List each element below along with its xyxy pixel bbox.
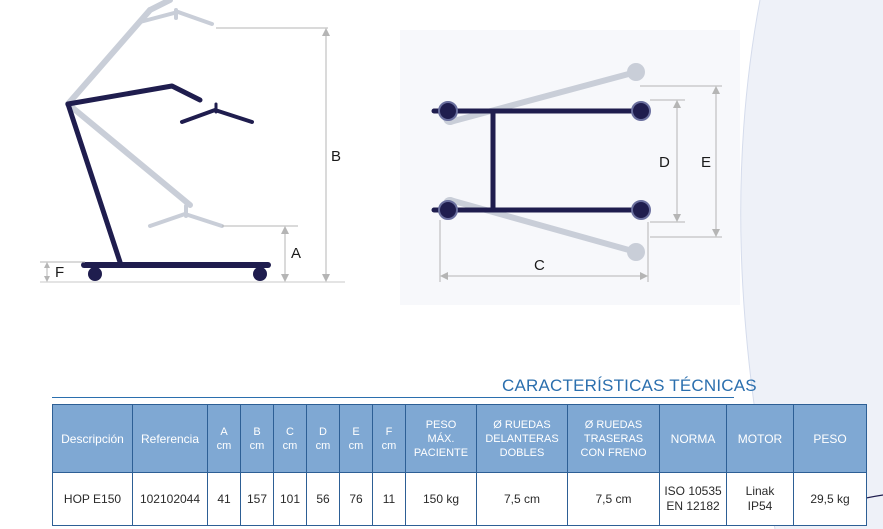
cell-e: 76 bbox=[339, 472, 373, 526]
top-view-diagram: D E C bbox=[400, 30, 740, 305]
wheel-icon bbox=[631, 200, 651, 220]
cell-peso-max: 150 kg bbox=[405, 472, 477, 526]
header-ruedas-delanteras: Ø RUEDAS DELANTERAS DOBLES bbox=[476, 404, 568, 473]
header-peso-max: PESO MÁX. PACIENTE bbox=[405, 404, 477, 473]
label-a: A bbox=[291, 245, 301, 262]
wheel-icon bbox=[438, 200, 458, 220]
cell-d: 56 bbox=[306, 472, 340, 526]
ghost-boom-upper bbox=[65, 0, 224, 228]
cell-b: 157 bbox=[240, 472, 274, 526]
section-title: CARACTERÍSTICAS TÉCNICAS bbox=[502, 376, 757, 395]
side-view-diagram: B A F bbox=[40, 0, 345, 283]
header-c: C cm bbox=[273, 404, 307, 473]
header-referencia: Referencia bbox=[132, 404, 208, 473]
header-norma: NORMA bbox=[659, 404, 727, 473]
cell-f: 11 bbox=[372, 472, 406, 526]
label-d: D bbox=[659, 154, 670, 171]
label-b: B bbox=[331, 148, 341, 165]
cell-ruedas-traseras: 7,5 cm bbox=[567, 472, 660, 526]
cell-ruedas-delanteras: 7,5 cm bbox=[476, 472, 568, 526]
header-motor: MOTOR bbox=[726, 404, 794, 473]
header-f: F cm bbox=[372, 404, 406, 473]
label-e: E bbox=[701, 154, 711, 171]
header-b: B cm bbox=[240, 404, 274, 473]
lift-frame bbox=[65, 83, 271, 268]
header-ruedas-traseras: Ø RUEDAS TRASERAS CON FRENO bbox=[567, 404, 660, 473]
title-divider bbox=[52, 397, 734, 398]
base-frame bbox=[431, 108, 645, 213]
header-d: D cm bbox=[306, 404, 340, 473]
cell-norma: ISO 10535 EN 12182 bbox=[659, 472, 727, 526]
cell-c: 101 bbox=[273, 472, 307, 526]
label-f: F bbox=[55, 264, 64, 281]
cell-peso: 29,5 kg bbox=[793, 472, 867, 526]
header-e: E cm bbox=[339, 404, 373, 473]
cell-motor: Linak IP54 bbox=[726, 472, 794, 526]
specs-table: Descripción Referencia A cm B cm C cm D … bbox=[52, 404, 867, 526]
front-wheel-icon bbox=[88, 267, 102, 281]
wheel-icon bbox=[438, 101, 458, 121]
label-c: C bbox=[534, 257, 545, 274]
header-descripcion: Descripción bbox=[52, 404, 133, 473]
header-peso: PESO bbox=[793, 404, 867, 473]
cell-a: 41 bbox=[207, 472, 241, 526]
cell-descripcion: HOP E150 bbox=[52, 472, 133, 526]
table-header-row: Descripción Referencia A cm B cm C cm D … bbox=[52, 404, 867, 473]
header-a: A cm bbox=[207, 404, 241, 473]
rear-wheel-icon bbox=[253, 267, 267, 281]
wheel-icon bbox=[631, 101, 651, 121]
table-row: HOP E150 102102044 41 157 101 56 76 11 1… bbox=[52, 472, 867, 526]
cell-referencia: 102102044 bbox=[132, 472, 208, 526]
